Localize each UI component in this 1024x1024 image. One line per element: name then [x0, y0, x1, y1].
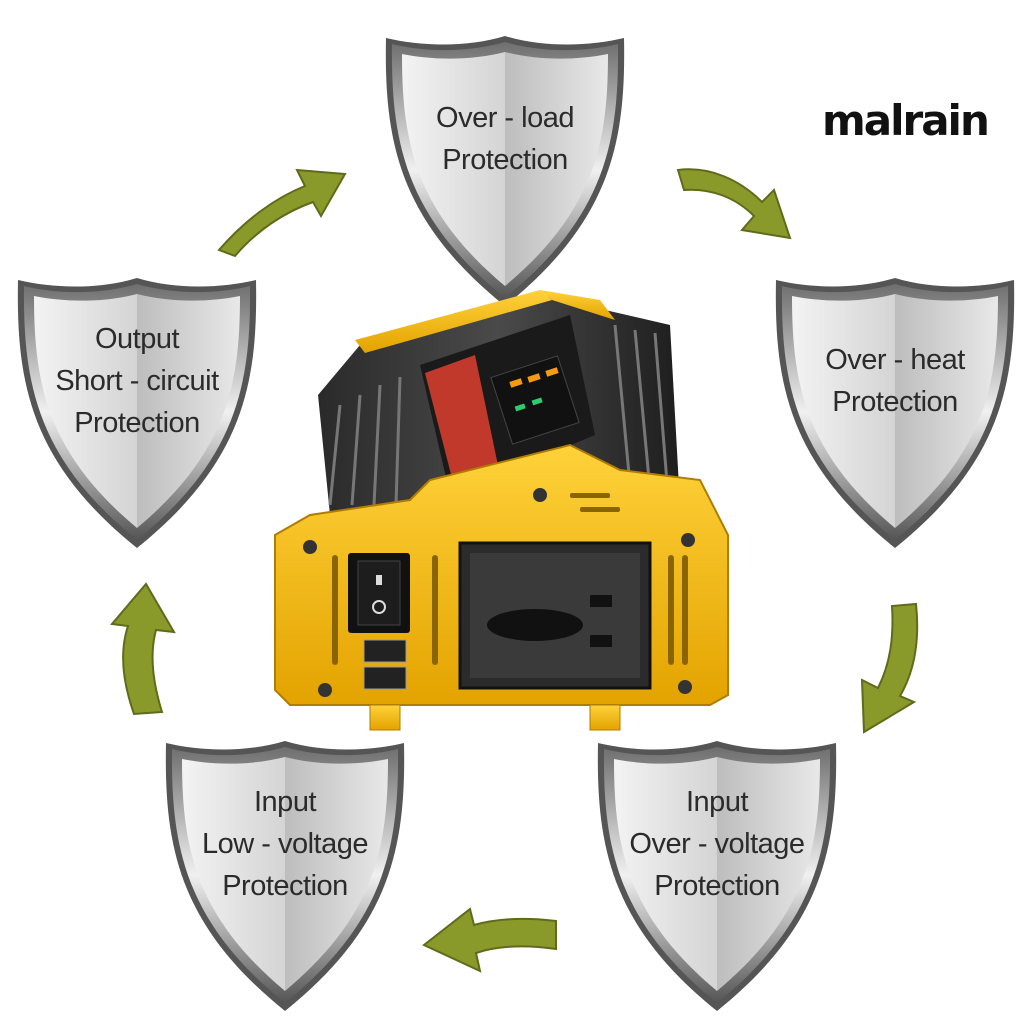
brand-logo: malrain	[822, 96, 990, 145]
shield-text-line1: Input	[254, 786, 317, 819]
shield-text-line1: Input	[686, 786, 749, 819]
shield-icon	[775, 278, 1015, 548]
shield-output-short-circuit: Output Short - circuit Protection	[12, 272, 262, 552]
cycle-arrow-icon	[217, 168, 347, 258]
shield-text-line3: Protection	[74, 406, 200, 439]
shield-text-line2: Over - voltage	[629, 828, 805, 861]
cycle-arrow-icon	[860, 602, 919, 734]
shield-text-line2: Protection	[832, 386, 958, 418]
shield-text-line2: Low - voltage	[202, 828, 369, 861]
shield-text-line1: Output	[94, 323, 180, 356]
shield-icon	[165, 741, 405, 1011]
shield-icon	[597, 741, 837, 1011]
shield-text-line2: Protection	[442, 144, 568, 176]
shield-icon	[17, 278, 257, 548]
shield-overload: Over - load Protection	[380, 30, 630, 310]
cycle-arrow-icon	[422, 907, 557, 973]
shield-icon	[385, 36, 625, 306]
shield-text-line1: Over - heat	[825, 344, 965, 377]
power-inverter-image	[274, 290, 729, 731]
shield-input-over-voltage: Input Over - voltage Protection	[592, 735, 842, 1015]
shield-text-line3: Protection	[222, 869, 348, 902]
cycle-arrow-icon	[676, 168, 792, 240]
shield-text-line2: Short - circuit	[55, 365, 219, 398]
shield-text-line1: Over - load	[436, 102, 574, 135]
shield-overheat: Over - heat Protection	[770, 272, 1020, 552]
shield-text-line3: Protection	[654, 869, 780, 902]
shield-input-low-voltage: Input Low - voltage Protection	[160, 735, 410, 1015]
cycle-arrow-icon	[110, 582, 176, 716]
